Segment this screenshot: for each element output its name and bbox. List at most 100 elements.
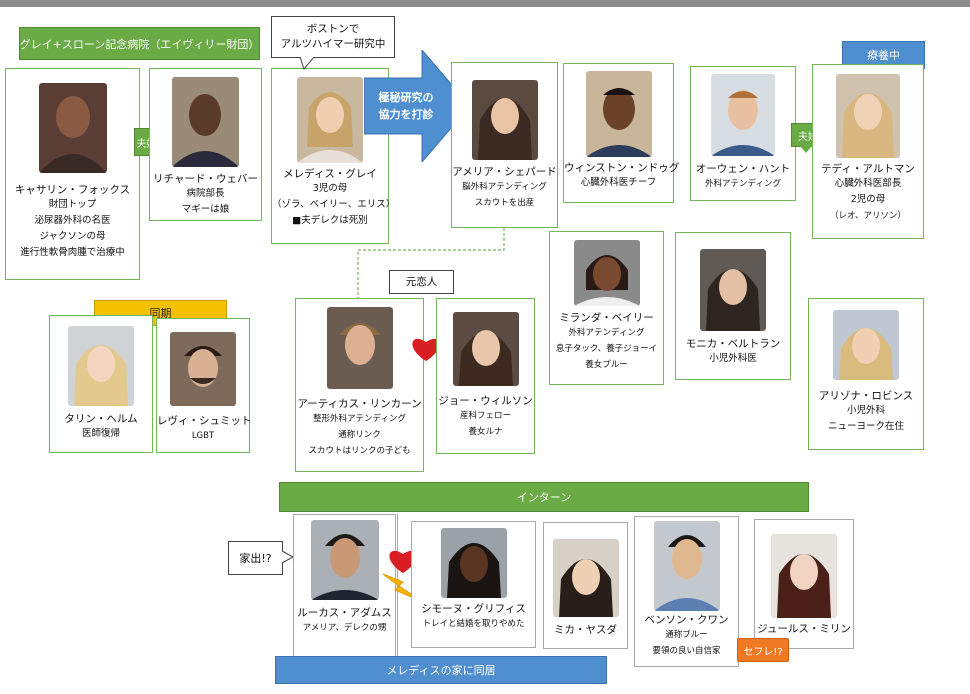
- portrait-photo: [310, 520, 379, 600]
- sefure-label: セフレ!?: [737, 638, 789, 662]
- person-detail: ニューヨーク在住: [827, 421, 904, 432]
- person-name: ミランダ・ベイリー: [559, 312, 654, 324]
- runaway-callout: 家出!?: [228, 541, 283, 575]
- person-detail: 小児外科医: [709, 353, 757, 364]
- person-name: タリン・ヘルム: [64, 413, 138, 425]
- live-in-banner: メレディスの家に同居: [275, 656, 607, 684]
- card-jo: ジョー・ウィルソン 産科フェロー 養女ルナ: [436, 298, 535, 454]
- person-name: シモーヌ・グリフィス: [421, 603, 526, 615]
- ex-lover-callout: 元恋人: [389, 270, 454, 294]
- person-detail: 外科アテンディング: [705, 179, 781, 189]
- card-jules: ジュールス・ミリン: [754, 519, 854, 649]
- portrait-photo: [700, 249, 766, 331]
- portrait-photo: [172, 77, 239, 167]
- boston-callout: ボストンで アルツハイマー研究中: [271, 16, 395, 58]
- card-miranda: ミランダ・ベイリー 外科アテンディング 息子タック、養子ジョーイ 養女プルー: [549, 231, 664, 385]
- callout-tail: [300, 57, 315, 71]
- intern-banner: インターン: [279, 482, 809, 512]
- person-detail: 心臓外科医部長: [834, 178, 902, 189]
- portrait-photo: [653, 521, 720, 611]
- person-detail: ジャクソンの母: [39, 231, 106, 242]
- portrait-photo: [440, 528, 507, 598]
- callout-text: アルツハイマー研究中: [280, 38, 386, 50]
- person-detail: 泌尿器外科の名医: [34, 215, 111, 226]
- portrait-photo: [452, 312, 519, 386]
- person-detail: 医師復帰: [81, 428, 120, 439]
- person-detail: （ゾラ、ベイリー、エリス）: [272, 199, 396, 210]
- person-detail: 財団トップ: [48, 199, 97, 210]
- arrow-text: 極秘研究の 協力を打診: [368, 86, 444, 126]
- heart-icon: [389, 550, 417, 573]
- person-detail: ■夫デレクは死別: [292, 215, 368, 226]
- person-detail: 通称ブルー: [665, 630, 708, 640]
- request-arrow: [364, 50, 471, 162]
- person-name: アーティカス・リンカーン: [297, 398, 422, 410]
- person-name: レヴィ・シュミット: [157, 415, 252, 427]
- portrait-photo: [170, 332, 236, 406]
- portrait-photo: [836, 74, 900, 158]
- person-detail: スカウトを出産: [474, 198, 535, 208]
- person-detail: 進行性軟骨肉腫で治療中: [20, 247, 125, 258]
- portrait-photo: [711, 74, 775, 156]
- person-detail: 病院部長: [186, 188, 225, 199]
- arrow-text-line: 協力を打診: [378, 108, 434, 121]
- card-taryn: タリン・ヘルム 医師復帰: [49, 315, 153, 453]
- person-name: ジュールス・ミリン: [757, 623, 851, 635]
- card-monica: モニカ・ベルトラン 小児外科医: [675, 232, 791, 380]
- person-name: ベンソン・クワン: [644, 614, 729, 626]
- card-benson: ベンソン・クワン 通称ブルー 要領の良い自信家: [634, 516, 739, 667]
- person-detail: 息子タック、養子ジョーイ: [555, 344, 658, 354]
- person-name: メレディス・グレイ: [283, 168, 377, 180]
- group-divider: [397, 514, 398, 682]
- person-name: ウィンストン・ンドゥグ: [564, 162, 680, 174]
- person-detail: トレイと結婚を取りやめた: [422, 619, 525, 629]
- top-bar: [0, 0, 970, 7]
- card-simone: シモーヌ・グリフィス トレイと結婚を取りやめた: [411, 521, 536, 648]
- person-name: オーウェン・ハント: [695, 163, 791, 175]
- person-name: ルーカス・アダムス: [297, 607, 392, 619]
- card-winston: ウィンストン・ンドゥグ 心臓外科医チーフ: [563, 63, 680, 203]
- person-detail: 2児の母: [850, 194, 886, 205]
- portrait-photo: [552, 539, 619, 617]
- card-levi: レヴィ・シュミット LGBT: [156, 318, 252, 453]
- portrait-photo: [38, 83, 107, 173]
- card-catherine: キャサリン・フォックス 財団トップ 泌尿器外科の名医 ジャクソンの母 進行性軟骨…: [5, 68, 140, 280]
- person-name: ミカ・ヤスダ: [554, 624, 617, 636]
- person-name: アリゾナ・ロビンス: [818, 390, 914, 402]
- portrait-photo: [68, 326, 134, 406]
- card-lucas: ルーカス・アダムス アメリア、デレクの甥: [293, 514, 396, 658]
- portrait-photo: [297, 77, 363, 163]
- person-detail: スカウトはリンクの子ども: [308, 446, 411, 456]
- card-teddy: テディ・アルトマン 心臓外科医部長 2児の母 （レオ、アリソン）: [812, 64, 924, 239]
- callout-text: ボストンで: [306, 23, 360, 35]
- card-owen: オーウェン・ハント 外科アテンディング: [690, 66, 796, 201]
- person-detail: LGBT: [191, 431, 215, 441]
- person-name: ジョー・ウィルソン: [438, 395, 533, 407]
- person-detail: （レオ、アリソン）: [830, 211, 906, 221]
- person-detail: 小児外科: [846, 405, 885, 416]
- person-detail: 通称リンク: [338, 430, 381, 440]
- portrait-photo: [585, 71, 652, 157]
- person-detail: 3児の母: [312, 183, 348, 194]
- person-detail: 養女ルナ: [468, 427, 503, 437]
- person-name: モニカ・ベルトラン: [685, 338, 781, 350]
- person-name: キャサリン・フォックス: [14, 184, 131, 196]
- portrait-photo: [471, 80, 538, 160]
- person-detail: 要領の良い自信家: [652, 646, 721, 656]
- card-amelia: アメリア・シェパード 脳外科アテンディング スカウトを出産: [451, 62, 558, 228]
- heart-icon: [412, 338, 440, 361]
- hospital-title: グレイ+スローン記念病院（エイヴィリー財団）: [19, 27, 260, 60]
- person-detail: 整形外科アテンディング: [313, 414, 406, 424]
- card-mika: ミカ・ヤスダ: [543, 522, 628, 649]
- card-richard: リチャード・ウェバー 病院部長 マギーは娘: [149, 68, 262, 221]
- portrait-photo: [573, 240, 640, 306]
- arrow-text-line: 極秘研究の: [378, 91, 434, 104]
- label-tail: [800, 146, 812, 153]
- person-detail: 脳外科アテンディング: [462, 182, 547, 192]
- portrait-photo: [771, 534, 837, 618]
- person-detail: 外科アテンディング: [568, 328, 645, 338]
- person-detail: アメリア、デレクの甥: [302, 623, 387, 633]
- callout-tail: [282, 550, 294, 564]
- card-arizona: アリゾナ・ロビンス 小児外科 ニューヨーク在住: [808, 298, 924, 450]
- portrait-photo: [833, 310, 899, 380]
